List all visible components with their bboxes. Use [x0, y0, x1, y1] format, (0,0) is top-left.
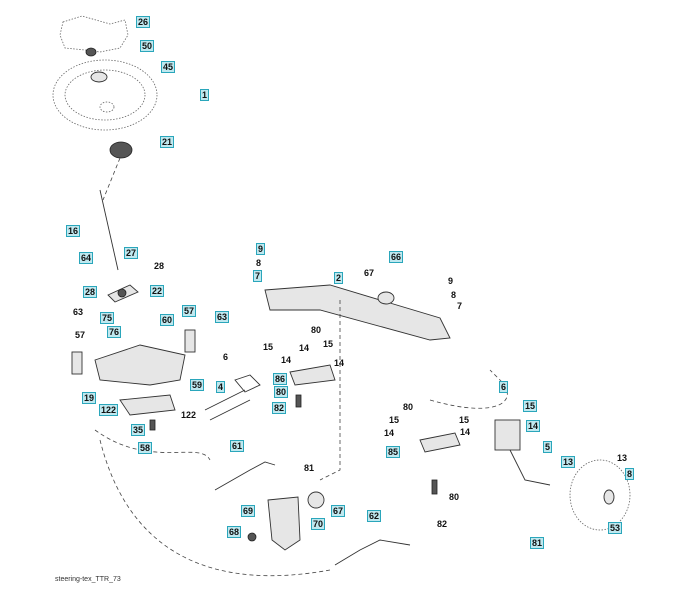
callout-28-boxed[interactable]: 28: [83, 286, 98, 298]
part-arm-85: [419, 432, 461, 453]
callout-70[interactable]: 70: [311, 518, 326, 530]
part-tie-rod-62: [334, 539, 411, 566]
callout-15[interactable]: 15: [263, 342, 274, 352]
part-sector-gear-35: [119, 394, 176, 416]
callout-122[interactable]: 122: [99, 404, 119, 416]
callout-81[interactable]: 81: [304, 463, 315, 473]
callout-8[interactable]: 8: [256, 258, 262, 268]
part-bolt-58: [149, 419, 156, 431]
part-plate-19: [94, 344, 186, 386]
part-bolt-82b: [431, 479, 438, 495]
part-disc-67b: [307, 491, 325, 509]
callout-76[interactable]: 76: [107, 326, 122, 338]
callout-122-unboxed[interactable]: 122: [181, 410, 197, 420]
callout-9-right[interactable]: 9: [448, 276, 454, 286]
part-plate-57b: [184, 329, 196, 353]
part-pulley-67a: [377, 291, 395, 305]
callout-62[interactable]: 62: [367, 510, 382, 522]
part-washer-53: [603, 489, 615, 505]
callout-6[interactable]: 6: [223, 352, 229, 362]
callout-82-b[interactable]: 82: [437, 519, 448, 529]
callout-14-b[interactable]: 14: [299, 343, 310, 353]
part-cap-45: [90, 71, 108, 83]
callout-69[interactable]: 69: [241, 505, 256, 517]
callout-53[interactable]: 53: [608, 522, 623, 534]
part-spindle-5: [494, 419, 521, 451]
callout-13-right[interactable]: 13: [617, 453, 628, 463]
callout-68[interactable]: 68: [227, 526, 242, 538]
callout-16[interactable]: 16: [66, 225, 81, 237]
callout-75[interactable]: 75: [100, 312, 115, 324]
callout-9[interactable]: 9: [256, 243, 266, 255]
callout-4[interactable]: 4: [216, 381, 226, 393]
callout-60[interactable]: 60: [160, 314, 175, 326]
callout-67-boxed[interactable]: 67: [331, 505, 346, 517]
callout-80[interactable]: 80: [311, 325, 322, 335]
part-nut-68: [247, 532, 257, 542]
part-plate-57a: [71, 351, 83, 375]
diagram-caption: steering-tex_TTR_73: [55, 576, 121, 583]
callout-2[interactable]: 2: [334, 272, 344, 284]
callout-66[interactable]: 66: [389, 251, 404, 263]
callout-14-d[interactable]: 14: [384, 428, 395, 438]
callout-7-right[interactable]: 7: [457, 301, 463, 311]
callout-8-boxed[interactable]: 8: [625, 468, 635, 480]
callout-80-c[interactable]: 80: [403, 402, 414, 412]
part-cover-26: [59, 15, 129, 53]
callout-61[interactable]: 61: [230, 440, 245, 452]
callout-64[interactable]: 64: [79, 252, 94, 264]
part-spindle-4: [204, 374, 261, 421]
callout-6-boxed[interactable]: 6: [499, 381, 509, 393]
callout-80-d[interactable]: 80: [449, 492, 460, 502]
callout-50[interactable]: 50: [140, 40, 155, 52]
callout-81-boxed[interactable]: 81: [530, 537, 545, 549]
callout-14-c[interactable]: 14: [334, 358, 345, 368]
callout-28[interactable]: 28: [154, 261, 165, 271]
callout-8-right[interactable]: 8: [451, 290, 457, 300]
callout-15-boxed[interactable]: 15: [523, 400, 538, 412]
part-axle-2: [264, 284, 451, 341]
callout-67[interactable]: 67: [364, 268, 375, 278]
callout-7[interactable]: 7: [253, 270, 263, 282]
callout-57[interactable]: 57: [75, 330, 86, 340]
callout-19[interactable]: 19: [82, 392, 97, 404]
part-tie-rod-61: [214, 461, 276, 491]
callout-13[interactable]: 13: [561, 456, 576, 468]
callout-63[interactable]: 63: [73, 307, 84, 317]
callout-14-e[interactable]: 14: [460, 427, 471, 437]
callout-15-d[interactable]: 15: [459, 415, 470, 425]
part-nut-50: [85, 47, 97, 57]
part-bolt-82a: [295, 394, 302, 408]
callout-5[interactable]: 5: [543, 441, 553, 453]
part-arm-86: [289, 364, 336, 386]
callout-80-boxed[interactable]: 80: [274, 386, 289, 398]
callout-14-boxed[interactable]: 14: [526, 420, 541, 432]
part-steering-wheel-1: [52, 59, 158, 131]
callout-14[interactable]: 14: [281, 355, 292, 365]
callout-63-boxed[interactable]: 63: [215, 311, 230, 323]
callout-15-c[interactable]: 15: [389, 415, 400, 425]
callout-27[interactable]: 27: [124, 247, 139, 259]
callout-35[interactable]: 35: [131, 424, 146, 436]
callout-59[interactable]: 59: [190, 379, 205, 391]
callout-86[interactable]: 86: [273, 373, 288, 385]
callout-15-b[interactable]: 15: [323, 339, 334, 349]
part-wheel: [569, 459, 631, 531]
part-plate-70: [267, 496, 301, 551]
callout-21[interactable]: 21: [160, 136, 175, 148]
callout-57-boxed[interactable]: 57: [182, 305, 197, 317]
callout-58[interactable]: 58: [138, 442, 153, 454]
part-adapter-21: [109, 141, 133, 159]
callout-85[interactable]: 85: [386, 446, 401, 458]
callout-22[interactable]: 22: [150, 285, 165, 297]
part-shaft-16: [99, 189, 119, 271]
callout-82[interactable]: 82: [272, 402, 287, 414]
callout-1[interactable]: 1: [200, 89, 210, 101]
callout-26[interactable]: 26: [136, 16, 151, 28]
route-line: [94, 300, 508, 577]
callout-45[interactable]: 45: [161, 61, 176, 73]
